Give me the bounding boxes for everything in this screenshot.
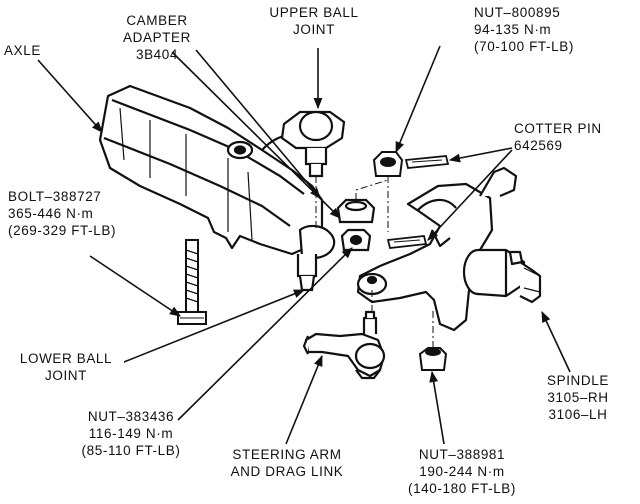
bolt [177,239,207,325]
nut-388981 [418,347,448,371]
label-nut-388981: NUT–388981 190-244 N·m (140-180 FT-LB) [407,447,517,496]
label-upper-ball-joint: UPPER BALL JOINT [269,5,359,37]
camber-adapter [336,198,376,252]
lower-ball-joint [296,254,318,292]
label-axle: AXLE [4,43,41,58]
upper-ball-joint [280,110,346,178]
spindle [356,166,542,332]
steering-arm [302,310,386,380]
label-cotter-pin: COTTER PIN 642569 [514,121,602,153]
cotter-pins [386,155,450,249]
label-nut-383436: NUT–383436 116-149 N·m (85-110 FT-LB) [81,409,181,458]
label-nut-800895: NUT–800895 94-135 N·m (70-100 FT-LB) [474,5,574,54]
center-lines [315,176,434,348]
leader-lines [37,45,571,445]
label-camber-adapter: CAMBER ADAPTER 3B404 [123,13,191,62]
label-lower-ball-joint: LOWER BALL JOINT [19,351,113,383]
label-spindle: SPINDLE 3105–RH 3106–LH [547,373,609,422]
label-steering-arm: STEERING ARM AND DRAG LINK [230,447,344,479]
nut-800895 [372,151,404,177]
label-bolt-388727: BOLT–388727 365-446 N·m (269-329 FT-LB) [8,189,117,238]
